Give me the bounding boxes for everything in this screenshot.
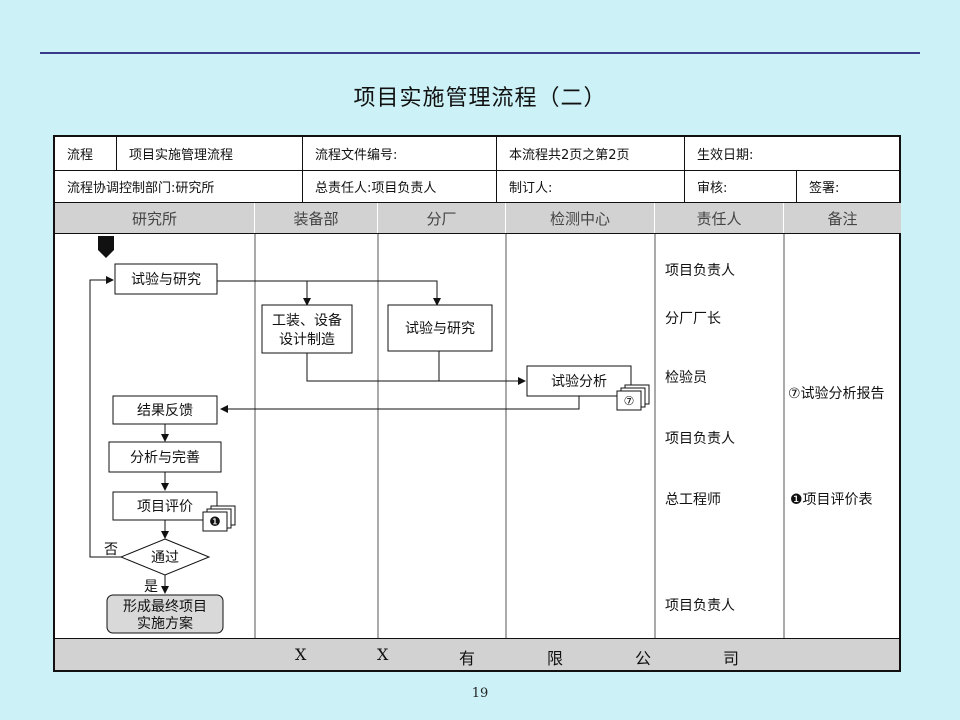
top-divider-line [40,52,920,54]
header-row-1: 流程 项目实施管理流程 流程文件编号: 本流程共2页之第2页 生效日期: [55,137,899,171]
responsible-person: 项目负责人 [665,263,735,279]
footer-char: 有 [459,649,476,668]
lane-header-branch-factory: 分厂 [378,203,506,233]
footer-char: 公 [635,649,652,668]
process-box-design [261,304,353,354]
lane-header-remarks: 备注 [784,203,901,233]
connector [217,280,441,306]
decision-no-label: 否 [104,542,118,558]
remark-analysis-report: ⑦试验分析报告 [788,386,885,402]
footer-char: 司 [723,649,740,668]
responsible-person: 总工程师 [665,492,721,508]
lane-header-research: 研究所 [55,203,255,233]
lane-header-responsible: 责任人 [655,203,784,233]
connector [220,396,580,413]
process-box-final [106,594,224,634]
header-chief-responsible: 总责任人:项目负责人 [303,171,497,202]
node-label-feedback: 结果反馈 [137,403,193,419]
header-coordinating-dept: 流程协调控制部门:研究所 [55,171,303,202]
process-box-feedback [112,395,218,425]
eval-doc-number: ❶ [209,515,221,530]
decision-yes-label: 是 [144,579,158,595]
decision-diamond [119,538,211,576]
header-page-info: 本流程共2页之第2页 [497,137,685,170]
footer-char: 限 [547,649,564,668]
process-box-exp1 [114,263,218,295]
node-label-improve: 分析与完善 [130,450,200,466]
evaluation-document-icon [202,505,236,532]
flowchart-sheet: 流程 项目实施管理流程 流程文件编号: 本流程共2页之第2页 生效日期: 流程协… [53,135,901,672]
node-label-decision: 通过 [151,550,179,566]
node-label-design-line2: 设计制造 [279,332,335,348]
node-label-analysis: 试验分析 [551,374,607,390]
responsible-person: 项目负责人 [665,598,735,614]
lane-header-testing-center: 检测中心 [506,203,655,233]
page-number: 19 [471,686,489,701]
start-marker-icon [98,236,114,258]
process-box-exp2 [387,304,493,352]
header-effective-date: 生效日期: [697,148,754,163]
connector [306,353,526,385]
process-box-improve [108,441,222,473]
analysis-doc-number: ⑦ [624,394,635,408]
remark-evaluation-form: ❶项目评价表 [790,492,873,508]
company-footer-bar: X X 有 限 公 司 [55,638,899,670]
lane-header-row: 研究所 装备部 分厂 检测中心 责任人 备注 [55,203,901,234]
page-title: 项目实施管理流程（二） [353,86,607,111]
flowchart-diagram: 试验与研究 工装、设备 设计制造 试验与研究 试验分析 结果反馈 分析与完善 项… [89,234,885,640]
lane-header-equipment: 装备部 [255,203,378,233]
header-doc-number: 流程文件编号: [303,137,497,170]
responsible-person: 项目负责人 [665,431,735,447]
node-label-exp2: 试验与研究 [405,321,475,337]
header-process-name: 项目实施管理流程 [117,137,303,170]
responsible-person: 分厂厂长 [665,311,721,327]
process-box-analysis [526,365,632,397]
node-label-evaluate: 项目评价 [137,499,193,515]
connector [89,276,121,558]
responsible-person: 检验员 [665,370,707,386]
header-author: 制订人: [497,171,685,202]
header-row-2: 流程协调控制部门:研究所 总责任人:项目负责人 制订人: 审核: 签署: [55,171,899,203]
footer-char: X [377,645,389,664]
node-label-final-line2: 实施方案 [137,615,193,632]
node-label-final-line1: 形成最终项目 [123,599,207,615]
analysis-document-icon [616,384,650,411]
node-label-design-line1: 工装、设备 [272,312,342,329]
footer-char: X [295,645,307,664]
process-box-evaluate [112,491,218,521]
header-process-label: 流程 [55,137,117,170]
node-label-exp1: 试验与研究 [131,272,201,288]
header-reviewer: 审核: [685,171,797,202]
header-signature: 签署: [809,181,840,196]
